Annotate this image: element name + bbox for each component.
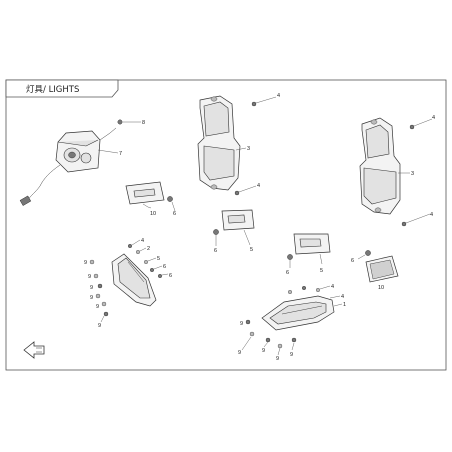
mid-reflector-nut-icon [213, 229, 219, 235]
callout-9f-left-lamp: 9 [98, 323, 101, 329]
callout-4-left-top: 4 [277, 93, 280, 99]
callout-6-left: 6 [173, 211, 176, 217]
rear-reflector-right [365, 255, 399, 283]
callout-10-right: 10 [378, 285, 384, 291]
front-arrow-icon [23, 341, 45, 359]
callout-3-left: 3 [247, 146, 250, 152]
callout-6b-left-lamp: 6 [169, 273, 172, 279]
callout-9d-right-lamp: 9 [276, 356, 279, 362]
callout-9a-right-lamp: 9 [240, 321, 243, 327]
callout-5-mid: 5 [250, 247, 253, 253]
headlight-assembly [19, 127, 117, 206]
taillight-right [359, 117, 401, 215]
callout-10-left: 10 [150, 211, 156, 217]
callout-7: 7 [119, 151, 122, 157]
left-side-lamp [111, 253, 157, 307]
callout-3-right: 3 [411, 171, 414, 177]
callout-9e-left-lamp: 9 [96, 304, 99, 310]
rear-right-nut-icon [365, 250, 371, 256]
right-side-lamp [261, 295, 335, 331]
callout-4-right-top: 4 [432, 115, 435, 121]
callout-4b-right-lamp: 4 [341, 294, 344, 300]
callout-2-left-lamp: 2 [147, 246, 150, 252]
callout-6-mid: 6 [214, 248, 217, 254]
right-reflector-nut-icon [287, 254, 293, 260]
callout-9b-right-lamp: 9 [238, 350, 241, 356]
callout-9c-right-lamp: 9 [262, 348, 265, 354]
taillight-left [197, 95, 241, 191]
right-lamp-fasteners [245, 286, 321, 349]
callout-6-left-lamp: 6 [163, 264, 166, 270]
callout-6-rear-right: 6 [351, 258, 354, 264]
callout-9d-left-lamp: 9 [90, 295, 93, 301]
callout-4-left-low: 4 [257, 183, 260, 189]
callout-4a-right-lamp: 4 [331, 284, 334, 290]
title-box [5, 79, 119, 98]
callout-6-right-reflector: 6 [286, 270, 289, 276]
left-lamp-fasteners [89, 243, 162, 317]
reflector-nut-icon [167, 196, 173, 202]
headlight-screw-icon [117, 119, 123, 125]
callout-9c-left-lamp: 9 [90, 285, 93, 291]
callout-1-right-lamp: 1 [343, 302, 346, 308]
diagram-frame [5, 79, 447, 371]
callout-9e-right-lamp: 9 [290, 352, 293, 358]
rear-reflector-left [125, 181, 165, 205]
diagram-title: 灯具/ LIGHTS [26, 84, 79, 95]
callout-5-left-lamp: 5 [157, 256, 160, 262]
side-reflector-mid [221, 209, 255, 231]
side-reflector-right [293, 233, 331, 255]
callout-9a-left-lamp: 9 [84, 260, 87, 266]
callout-5-right: 5 [320, 268, 323, 274]
callout-4-right-low: 4 [430, 212, 433, 218]
callout-4-left-lamp: 4 [141, 238, 144, 244]
callout-9b-left-lamp: 9 [88, 274, 91, 280]
callout-8: 8 [142, 120, 145, 126]
